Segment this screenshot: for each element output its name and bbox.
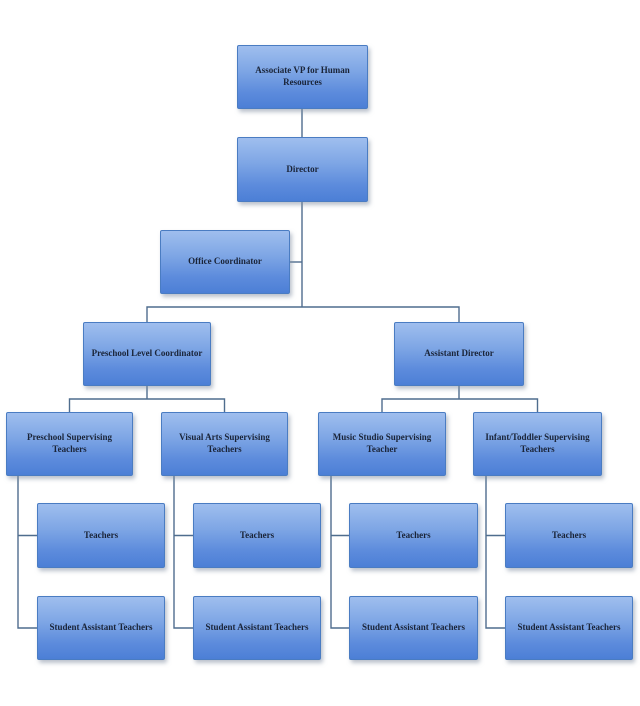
org-node-director[interactable]: Director: [237, 137, 368, 202]
org-node-infant-toddler-supervising-teachers[interactable]: Infant/Toddler Supervising Teachers: [473, 412, 602, 476]
org-node-assistant-director[interactable]: Assistant Director: [394, 322, 524, 386]
org-node-visual-arts-supervising-teachers[interactable]: Visual Arts Supervising Teachers: [161, 412, 288, 476]
org-node-associate-vp[interactable]: Associate VP for Human Resources: [237, 45, 368, 109]
connector-preschool-coordinator-children: [68, 386, 226, 412]
org-node-student-assistant-teachers-4[interactable]: Student Assistant Teachers: [505, 596, 633, 660]
org-node-office-coordinator[interactable]: Office Coordinator: [160, 230, 290, 294]
connector-music-studio-hang: [330, 476, 349, 629]
connector-assistant-director-children: [381, 386, 539, 412]
org-node-student-assistant-teachers-2[interactable]: Student Assistant Teachers: [193, 596, 321, 660]
connector-director-children: [146, 306, 460, 322]
org-node-teachers-2[interactable]: Teachers: [193, 503, 321, 568]
org-node-preschool-level-coordinator[interactable]: Preschool Level Coordinator: [83, 322, 211, 386]
connector-infant-toddler-hang: [485, 476, 505, 629]
org-node-preschool-supervising-teachers[interactable]: Preschool Supervising Teachers: [6, 412, 133, 476]
org-node-student-assistant-teachers-3[interactable]: Student Assistant Teachers: [349, 596, 478, 660]
connector-visual-arts-hang: [173, 476, 193, 629]
org-node-teachers-4[interactable]: Teachers: [505, 503, 633, 568]
org-node-music-studio-supervising-teacher[interactable]: Music Studio Supervising Teacher: [318, 412, 446, 476]
org-node-student-assistant-teachers-1[interactable]: Student Assistant Teachers: [37, 596, 165, 660]
org-node-teachers-1[interactable]: Teachers: [37, 503, 165, 568]
connector-preschool-supervising-hang: [17, 476, 37, 629]
org-node-teachers-3[interactable]: Teachers: [349, 503, 478, 568]
